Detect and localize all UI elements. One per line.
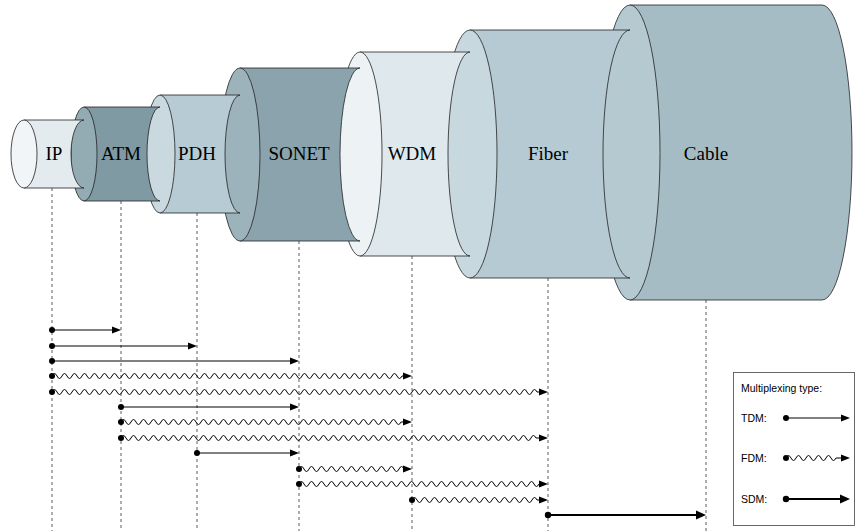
multiplexing-arrow <box>49 358 299 365</box>
cylinder-layer: SONET <box>267 143 330 165</box>
arrow-head <box>112 327 121 334</box>
sdm-line <box>548 514 698 516</box>
arrow-head <box>188 343 197 350</box>
start-dot <box>49 389 55 395</box>
layer-label: Cable <box>684 143 728 165</box>
start-dot <box>409 497 415 503</box>
arrow-head <box>539 481 548 488</box>
cylinder-layer: ATM <box>100 143 142 165</box>
arrow-head <box>539 497 548 504</box>
multiplexing-arrow <box>296 481 548 488</box>
legend-text: SDM: <box>741 493 767 506</box>
start-dot <box>296 481 302 487</box>
drop-line <box>548 278 549 531</box>
layer-label: IP <box>46 143 63 165</box>
drop-line <box>706 300 707 531</box>
fdm-line <box>121 436 540 441</box>
tdm-line <box>121 407 291 408</box>
multiplexing-arrow <box>49 373 412 380</box>
start-dot <box>194 450 200 456</box>
cylinder-layer: Cable <box>683 143 729 165</box>
tdm-line <box>52 346 189 347</box>
fdm-line <box>52 390 540 395</box>
multiplexing-arrow <box>118 435 548 442</box>
legend-sample-fdm <box>783 455 850 462</box>
multiplexing-arrow <box>409 497 548 504</box>
layer-label: SONET <box>268 143 329 165</box>
cylinder-layer: WDM <box>387 143 438 165</box>
arrow-head <box>290 358 299 365</box>
drop-lines <box>52 188 706 531</box>
cylinder-layer: IP <box>45 143 64 165</box>
multiplexing-arrow <box>49 343 197 350</box>
cylinder-face <box>11 120 37 188</box>
legend-text: FDM: <box>741 452 767 465</box>
legend-text: TDM: <box>741 412 767 425</box>
arrow-head <box>696 511 706 520</box>
start-dot <box>49 343 55 349</box>
arrow-head <box>403 373 412 380</box>
multiplexing-arrow <box>118 404 299 411</box>
start-dot <box>545 512 551 518</box>
multiplexing-arrow <box>49 327 121 334</box>
cylinder-layer: Fiber <box>527 143 569 165</box>
tdm-line <box>52 361 291 362</box>
drop-line <box>197 213 198 531</box>
layer-label: PDH <box>178 143 216 165</box>
legend-sample-tdm <box>783 415 850 422</box>
start-dot <box>49 373 55 379</box>
arrow-head <box>403 466 412 473</box>
arrow-head <box>290 404 299 411</box>
layer-label: WDM <box>388 143 437 165</box>
arrow-head <box>539 435 548 442</box>
multiplexing-arrow <box>296 466 412 473</box>
tdm-line <box>197 453 291 454</box>
arrow-head <box>403 419 412 426</box>
start-dot <box>118 419 124 425</box>
drop-line <box>299 241 300 531</box>
drop-line <box>121 201 122 531</box>
start-dot <box>49 358 55 364</box>
legend-box <box>734 373 855 526</box>
layer-label: ATM <box>101 143 141 165</box>
cylinder-body <box>630 5 852 300</box>
fdm-line <box>412 498 540 503</box>
multiplexing-arrow <box>545 511 706 520</box>
start-dot <box>118 404 124 410</box>
cylinder-face <box>220 68 260 241</box>
tdm-line <box>52 330 113 331</box>
fdm-line <box>299 467 404 472</box>
start-dot <box>118 435 124 441</box>
fdm-line <box>52 374 404 379</box>
multiplexing-arrow <box>194 450 299 457</box>
legend-sample-sdm <box>783 495 850 504</box>
fdm-line <box>121 420 404 425</box>
start-dot <box>296 466 302 472</box>
arrow-head <box>290 450 299 457</box>
multiplexing-arrow <box>118 419 412 426</box>
arrow-head <box>539 389 548 396</box>
start-dot <box>49 327 55 333</box>
fdm-line <box>299 482 540 487</box>
legend-title: Multiplexing type: <box>741 382 822 395</box>
multiplexing-arrow <box>49 389 548 396</box>
layer-label: Fiber <box>528 143 568 165</box>
cylinder-layer: PDH <box>177 143 217 165</box>
